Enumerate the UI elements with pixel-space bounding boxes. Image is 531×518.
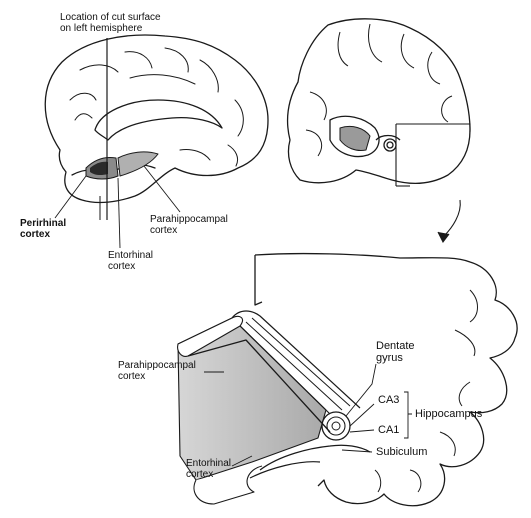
hippocampus-coil-mid [327,417,345,435]
perirhinal-top-line-2: cortex [20,229,66,240]
parahippocampal-bottom-line-1: Parahippocampal [118,360,196,371]
entorhinal-top-line-1: Entorhinal [108,250,153,261]
dentate-gyrus-line-2: gyrus [376,352,415,364]
perirhinal-leader [55,176,86,218]
cut-location-label: Location of cut surface on left hemisphe… [60,12,161,34]
perirhinal-top-label: Perirhinal cortex [20,218,66,240]
cut-box-outline [396,124,470,132]
section-sulci [375,290,478,492]
dentate-gyrus-label: Dentate gyrus [376,340,415,364]
entorhinal-top-label: Entorhinal cortex [108,250,153,272]
coronal-section-view [288,19,470,183]
ca1-label: CA1 [378,424,399,436]
transition-arrow [438,200,460,242]
ca1-leader [350,430,374,432]
hippocampus-bracket [404,392,412,438]
coronal-outline [288,19,470,183]
subiculum-label: Subiculum [376,446,427,458]
coronal-hippocampus-coil [384,139,396,151]
parahippocampal-shade [118,152,158,176]
entorhinal-top-leader [118,178,120,248]
coronal-hippocampus-coil-inner [387,142,393,148]
hippocampus-coil-outer [322,412,350,440]
parahippocampal-top-line-2: cortex [150,225,228,236]
parahippocampal-top-line-1: Parahippocampal [150,214,228,225]
cut-location-line-2: on left hemisphere [60,23,161,34]
corpus-callosum [95,100,222,140]
perirhinal-top-line-1: Perirhinal [20,218,66,229]
sulcus-lines [70,48,243,166]
parahippocampal-top-label: Parahippocampal cortex [150,214,228,236]
ca3-label: CA3 [378,394,399,406]
coronal-cut-box [396,124,470,186]
arrow-shaft [444,200,460,236]
hippocampus-label: Hippocampus [415,408,482,420]
entorhinal-bottom-line-1: Entorhinal [186,458,231,469]
dentate-gyrus-line-1: Dentate [376,340,415,352]
entorhinal-top-line-2: cortex [108,261,153,272]
parahippocampal-bottom-label: Parahippocampal cortex [118,360,196,382]
hemisphere-outline [45,35,268,203]
dentate-leader [346,364,376,416]
parahippocampal-bottom-line-2: cortex [118,371,196,382]
medial-hemisphere-view [45,35,268,203]
entorhinal-bottom-label: Entorhinal cortex [186,458,231,480]
coronal-shaded-cortex [340,126,370,150]
entorhinal-bottom-line-2: cortex [186,469,231,480]
arrow-head [438,232,449,242]
parahippocampal-top-leader [144,166,180,212]
hippocampus-coil-inner [332,422,340,430]
cut-location-line-1: Location of cut surface [60,12,161,23]
